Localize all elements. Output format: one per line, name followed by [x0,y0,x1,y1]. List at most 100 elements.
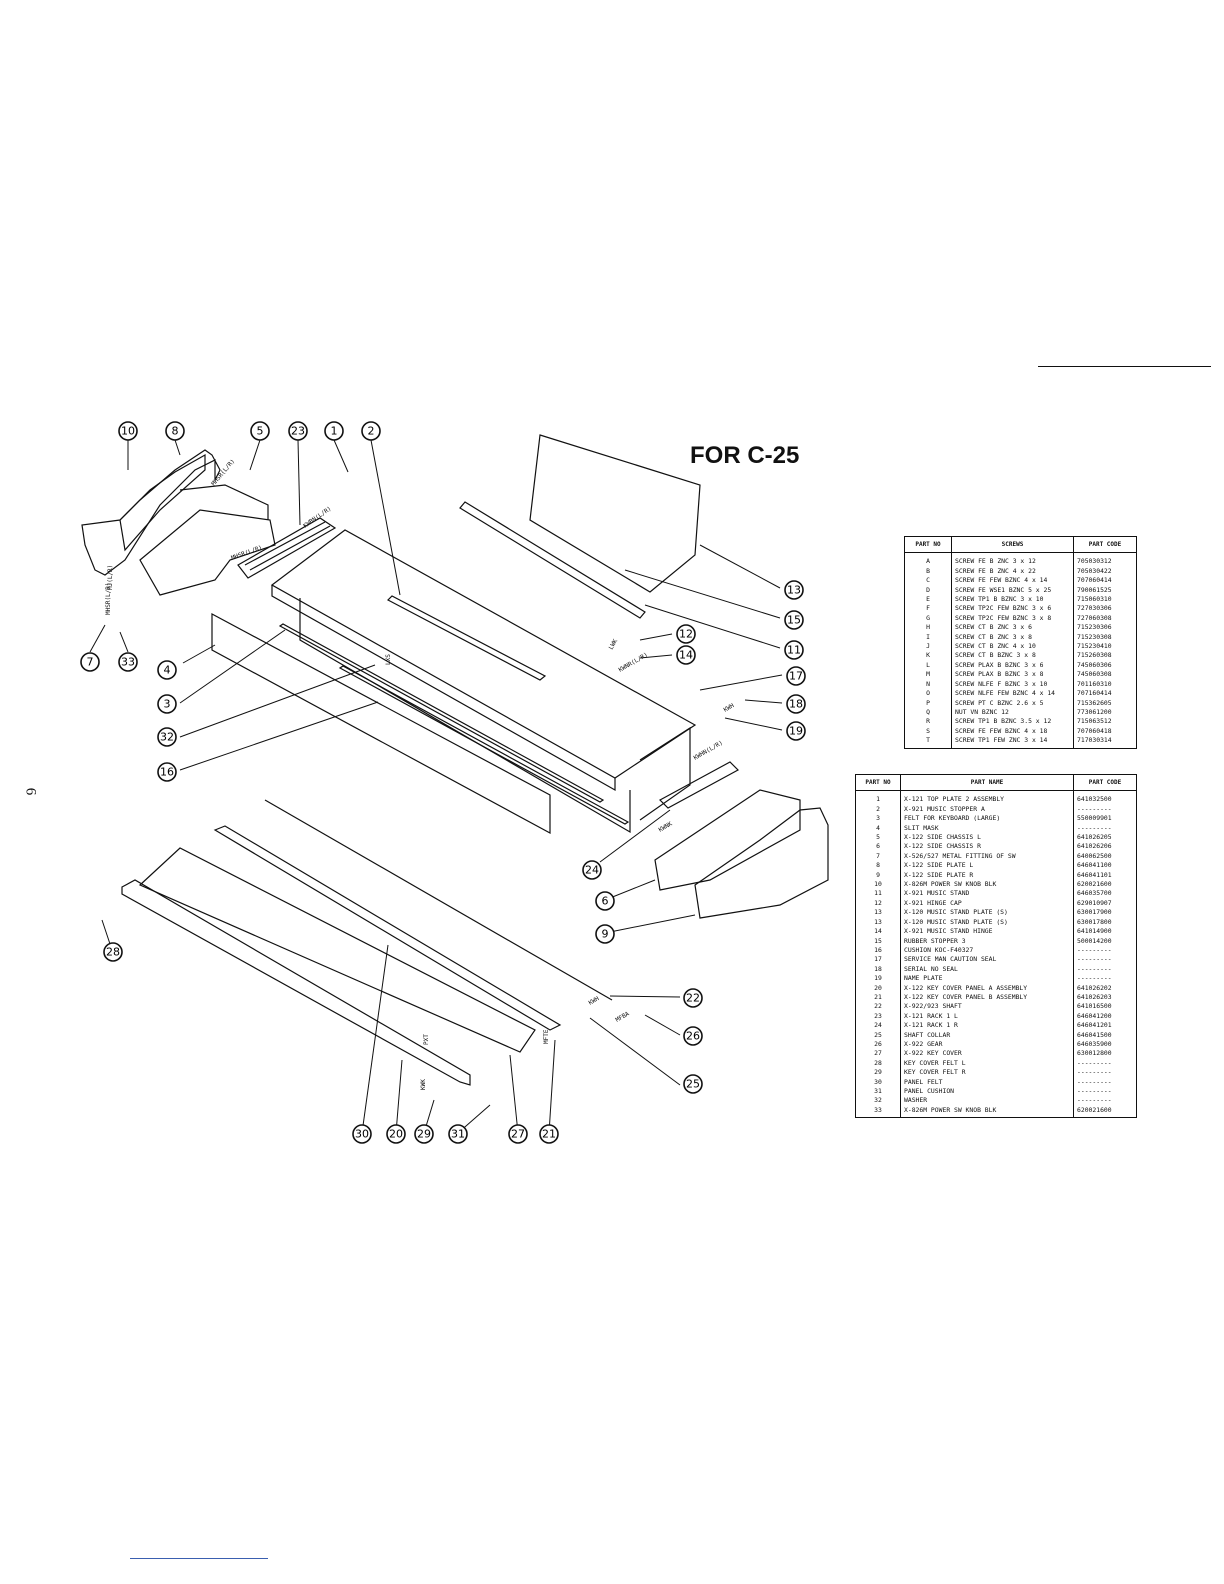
callout-17: 17 [786,666,806,686]
callout-number: 4 [164,664,171,677]
callout-number: 31 [451,1128,465,1141]
part-number-cell: R [904,717,952,727]
part-code-cell: --------- [1073,945,1137,956]
callout-number: 15 [787,614,801,627]
callout-7: 7 [80,652,100,672]
table-header-row: PART NO SCREWS PART CODE [904,535,1137,554]
callout-number: 27 [511,1128,525,1141]
top-plate [270,529,697,779]
column-header: SCREWS [951,535,1074,554]
part-number-cell: 13 [855,908,901,918]
part-name-cell: SCREW TP1 B BZNC 3 x 10 [955,595,1044,604]
part-code-cell: 701160310 [1073,679,1137,690]
part-name-cell: PANEL FELT [904,1077,943,1086]
part-code-cell: 641026205 [1073,833,1137,843]
top-rule [1038,366,1211,367]
callout-11: 11 [784,640,804,660]
part-number-cell: B [904,566,952,577]
column-header: PART CODE [1073,773,1137,792]
part-name-cell: X-122 KEY COVER PANEL A ASSEMBLY [904,983,1028,992]
part-number-cell: 27 [855,1049,901,1059]
callout-number: 11 [787,644,801,657]
callout-number: 12 [679,628,693,641]
part-name-cell: SCREW NLFE FEW BZNC 4 x 14 [955,689,1056,698]
part-name-cell: X-921 MUSIC STOPPER A [904,804,985,813]
callout-26: 26 [683,1026,703,1046]
part-number-cell: P [904,698,952,708]
part-number-cell: E [904,595,952,605]
part-name-cell: X-922/923 SHAFT [904,1002,962,1011]
part-code-cell: 620021600 [1073,1105,1137,1119]
column-header: PART NO [904,535,952,554]
column-header: PART NAME [900,773,1074,792]
part-name-cell: SCREW TP1 B BZNC 3.5 x 12 [955,717,1052,726]
part-number-cell: 30 [855,1077,901,1087]
part-code-cell: --------- [1073,955,1137,965]
part-name-cell: KEY COVER FELT R [904,1068,966,1077]
callout-number: 20 [389,1128,403,1141]
part-name-cell: SCREW PLAX B BZNC 3 x 8 [955,670,1044,679]
callout-8: 8 [165,421,185,441]
callout-33: 33 [118,652,138,672]
part-code-cell: 646035900 [1073,1039,1137,1050]
part-number-cell: 28 [855,1058,901,1069]
part-number-cell: 5 [855,833,901,843]
part-number-cell: 2 [855,804,901,815]
part-code-cell: 630017900 [1073,908,1137,918]
part-code-cell: 705030312 [1073,552,1137,567]
part-name-cell: X-826M POWER SW KNOB BLK [900,1105,1074,1119]
callout-30: 30 [352,1124,372,1144]
part-label: LWK [608,638,620,651]
rack-left [237,517,337,579]
part-code-cell: --------- [1073,1068,1137,1078]
part-name-cell: SCREW CT B BZNC 3 x 8 [955,651,1036,660]
callout-number: 33 [121,656,135,669]
part-code-cell: 641026202 [1073,983,1137,993]
part-code-cell: --------- [1073,804,1137,815]
part-number-cell: 32 [855,1096,901,1106]
part-number-cell: 22 [855,1002,901,1012]
part-number-cell: 21 [855,992,901,1003]
part-number-cell: J [904,642,952,652]
part-name-cell: X-921 HINGE CAP [904,898,962,907]
shaft [264,799,613,1001]
callout-22: 22 [683,988,703,1008]
part-name-cell: SCREW FE B ZNC 4 x 22 [955,566,1036,575]
part-number-cell: 7 [855,851,901,862]
keyboard-felt [278,623,605,803]
callout-number: 23 [291,425,305,438]
part-number-cell: 29 [855,1068,901,1078]
part-name-cell: X-922 GEAR [904,1039,943,1048]
part-label: KWNK [658,820,674,833]
part-label: PXT [423,1034,430,1045]
part-code-cell: 641032500 [1073,790,1137,805]
part-code-cell: 620021600 [1073,880,1137,890]
part-code-cell: 500014200 [1073,936,1137,946]
callout-number: 9 [602,928,609,941]
part-number-cell: 14 [855,927,901,937]
part-name-cell: SCREW PLAX B BZNC 3 x 6 [955,660,1044,669]
callout-number: 13 [787,584,801,597]
part-name-cell: WASHER [904,1096,928,1105]
